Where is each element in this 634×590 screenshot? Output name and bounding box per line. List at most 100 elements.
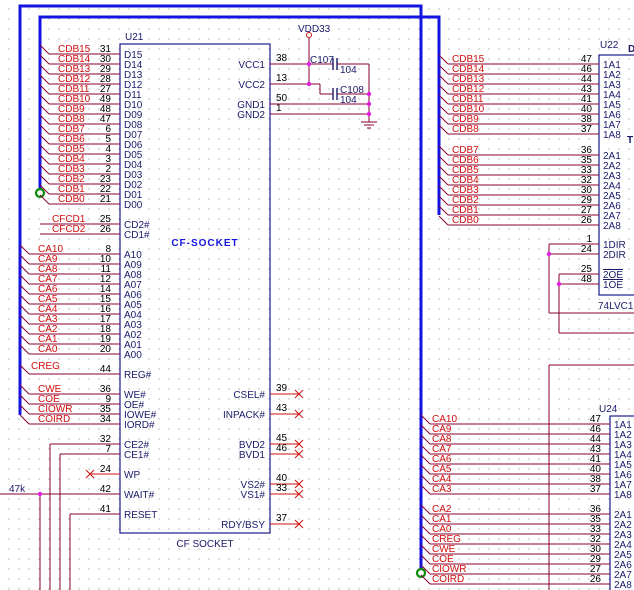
bus-entry xyxy=(39,104,50,115)
net-label: CA4 xyxy=(38,304,58,315)
pin-name: REG# xyxy=(124,370,152,381)
bus-entry xyxy=(19,244,30,255)
pin-number: 34 xyxy=(100,414,112,425)
pin-name: 1A1 xyxy=(614,420,632,431)
pin-name: 1A8 xyxy=(603,130,621,141)
net-label: CA6 xyxy=(38,284,58,295)
net-label: CA3 xyxy=(38,314,58,325)
pin-name: VS1# xyxy=(241,490,266,501)
net-label: CDB8 xyxy=(452,124,479,135)
net-label: CWE xyxy=(432,544,456,555)
bus-entry xyxy=(438,104,449,115)
bus-entry xyxy=(39,84,50,95)
bus-entry xyxy=(39,114,50,125)
bus-entry xyxy=(39,144,50,155)
bus-entry xyxy=(438,175,449,186)
pin-name: BVD2 xyxy=(239,440,266,451)
pin-number: 40 xyxy=(581,104,593,115)
pin-number: 30 xyxy=(100,54,112,65)
pin-number: 33 xyxy=(590,524,602,535)
net-label: CDB10 xyxy=(58,94,91,105)
pin-name: 1DIR xyxy=(603,240,626,251)
net-label: CDB6 xyxy=(58,134,85,145)
net-label: CDB9 xyxy=(58,104,85,115)
bus-entry xyxy=(19,274,30,285)
pin-name: D09 xyxy=(124,110,143,121)
pin-number: 27 xyxy=(100,84,112,95)
pin-name: A02 xyxy=(124,330,142,341)
net-label: CA1 xyxy=(38,334,58,345)
pin-name: CSEL# xyxy=(233,390,265,401)
pin-name: IOWE# xyxy=(124,410,157,421)
pin-number: 36 xyxy=(581,145,593,156)
bus-entry xyxy=(438,74,449,85)
pin-number: 37 xyxy=(590,484,602,495)
pin-name: D03 xyxy=(124,170,143,181)
pin-number: 41 xyxy=(590,454,602,465)
address-bus xyxy=(18,4,423,573)
net-label: CDB7 xyxy=(452,145,479,156)
pin-number: 10 xyxy=(100,254,112,265)
pin-name: 1A3 xyxy=(614,440,632,451)
u22-cut-label: D xyxy=(628,44,634,55)
bus-entry xyxy=(39,184,50,195)
bus-entry xyxy=(19,294,30,305)
bus-junction xyxy=(34,187,46,199)
net-label: CA2 xyxy=(38,324,58,335)
pin-name: D04 xyxy=(124,160,143,171)
pin-number: 12 xyxy=(100,274,112,285)
pin-name: CD2# xyxy=(124,220,150,231)
pin-number: 44 xyxy=(581,74,593,85)
net-label: CDB1 xyxy=(58,184,85,195)
pin-number: 38 xyxy=(276,53,288,64)
pin-name: 2A8 xyxy=(603,221,621,232)
net-label: CFCD2 xyxy=(52,224,86,235)
pin-name: 2A1 xyxy=(614,510,632,521)
bus-entry xyxy=(39,164,50,175)
bus-entry xyxy=(19,284,30,295)
pin-number: 48 xyxy=(100,104,112,115)
junction-dot xyxy=(366,101,372,107)
net-label: CA7 xyxy=(38,274,58,285)
net-label: CA5 xyxy=(432,464,452,475)
net-label: CDB2 xyxy=(452,195,479,206)
net-label: CDB11 xyxy=(58,84,90,95)
bus-entry xyxy=(420,564,431,575)
net-label: CDB0 xyxy=(58,194,85,205)
bus-entry xyxy=(39,154,50,165)
bus-entry xyxy=(420,464,431,475)
net-label: CA9 xyxy=(38,254,58,265)
pin-number: 14 xyxy=(100,284,112,295)
pin-number: 9 xyxy=(105,394,111,405)
net-label: CDB12 xyxy=(58,74,91,85)
bus-entry xyxy=(19,344,30,355)
net-label: CREG xyxy=(432,534,461,545)
no-connect-mark xyxy=(294,449,304,459)
pin-name: VCC1 xyxy=(238,60,265,71)
pin-name: 1A1 xyxy=(603,60,621,71)
pin-number: 27 xyxy=(581,205,593,216)
pin-number: 20 xyxy=(100,344,112,355)
net-label: CDB6 xyxy=(452,155,479,166)
no-connect-mark xyxy=(294,519,304,529)
pin-name: 2A4 xyxy=(603,181,621,192)
bus-entry xyxy=(420,534,431,545)
pin-name: D02 xyxy=(124,180,143,191)
pin-number: 41 xyxy=(581,94,593,105)
net-label: CDB5 xyxy=(58,144,85,155)
pin-number: 32 xyxy=(581,175,593,186)
c108-value: 104 xyxy=(340,95,357,106)
net-label: CDB4 xyxy=(452,175,479,186)
bus-entry xyxy=(39,94,50,105)
net-label: COE xyxy=(38,394,60,405)
pin-name: A00 xyxy=(124,350,142,361)
pin-number: 39 xyxy=(276,383,288,394)
pin-name: VCC2 xyxy=(238,80,265,91)
net-label: CDB5 xyxy=(452,165,479,176)
pin-number: 43 xyxy=(590,444,602,455)
net-label: CDB0 xyxy=(452,215,479,226)
pin-name: 1OE xyxy=(603,280,623,291)
pin-name: A03 xyxy=(124,320,142,331)
pin-name: 2DIR xyxy=(603,250,626,261)
bus-junction xyxy=(415,567,427,579)
